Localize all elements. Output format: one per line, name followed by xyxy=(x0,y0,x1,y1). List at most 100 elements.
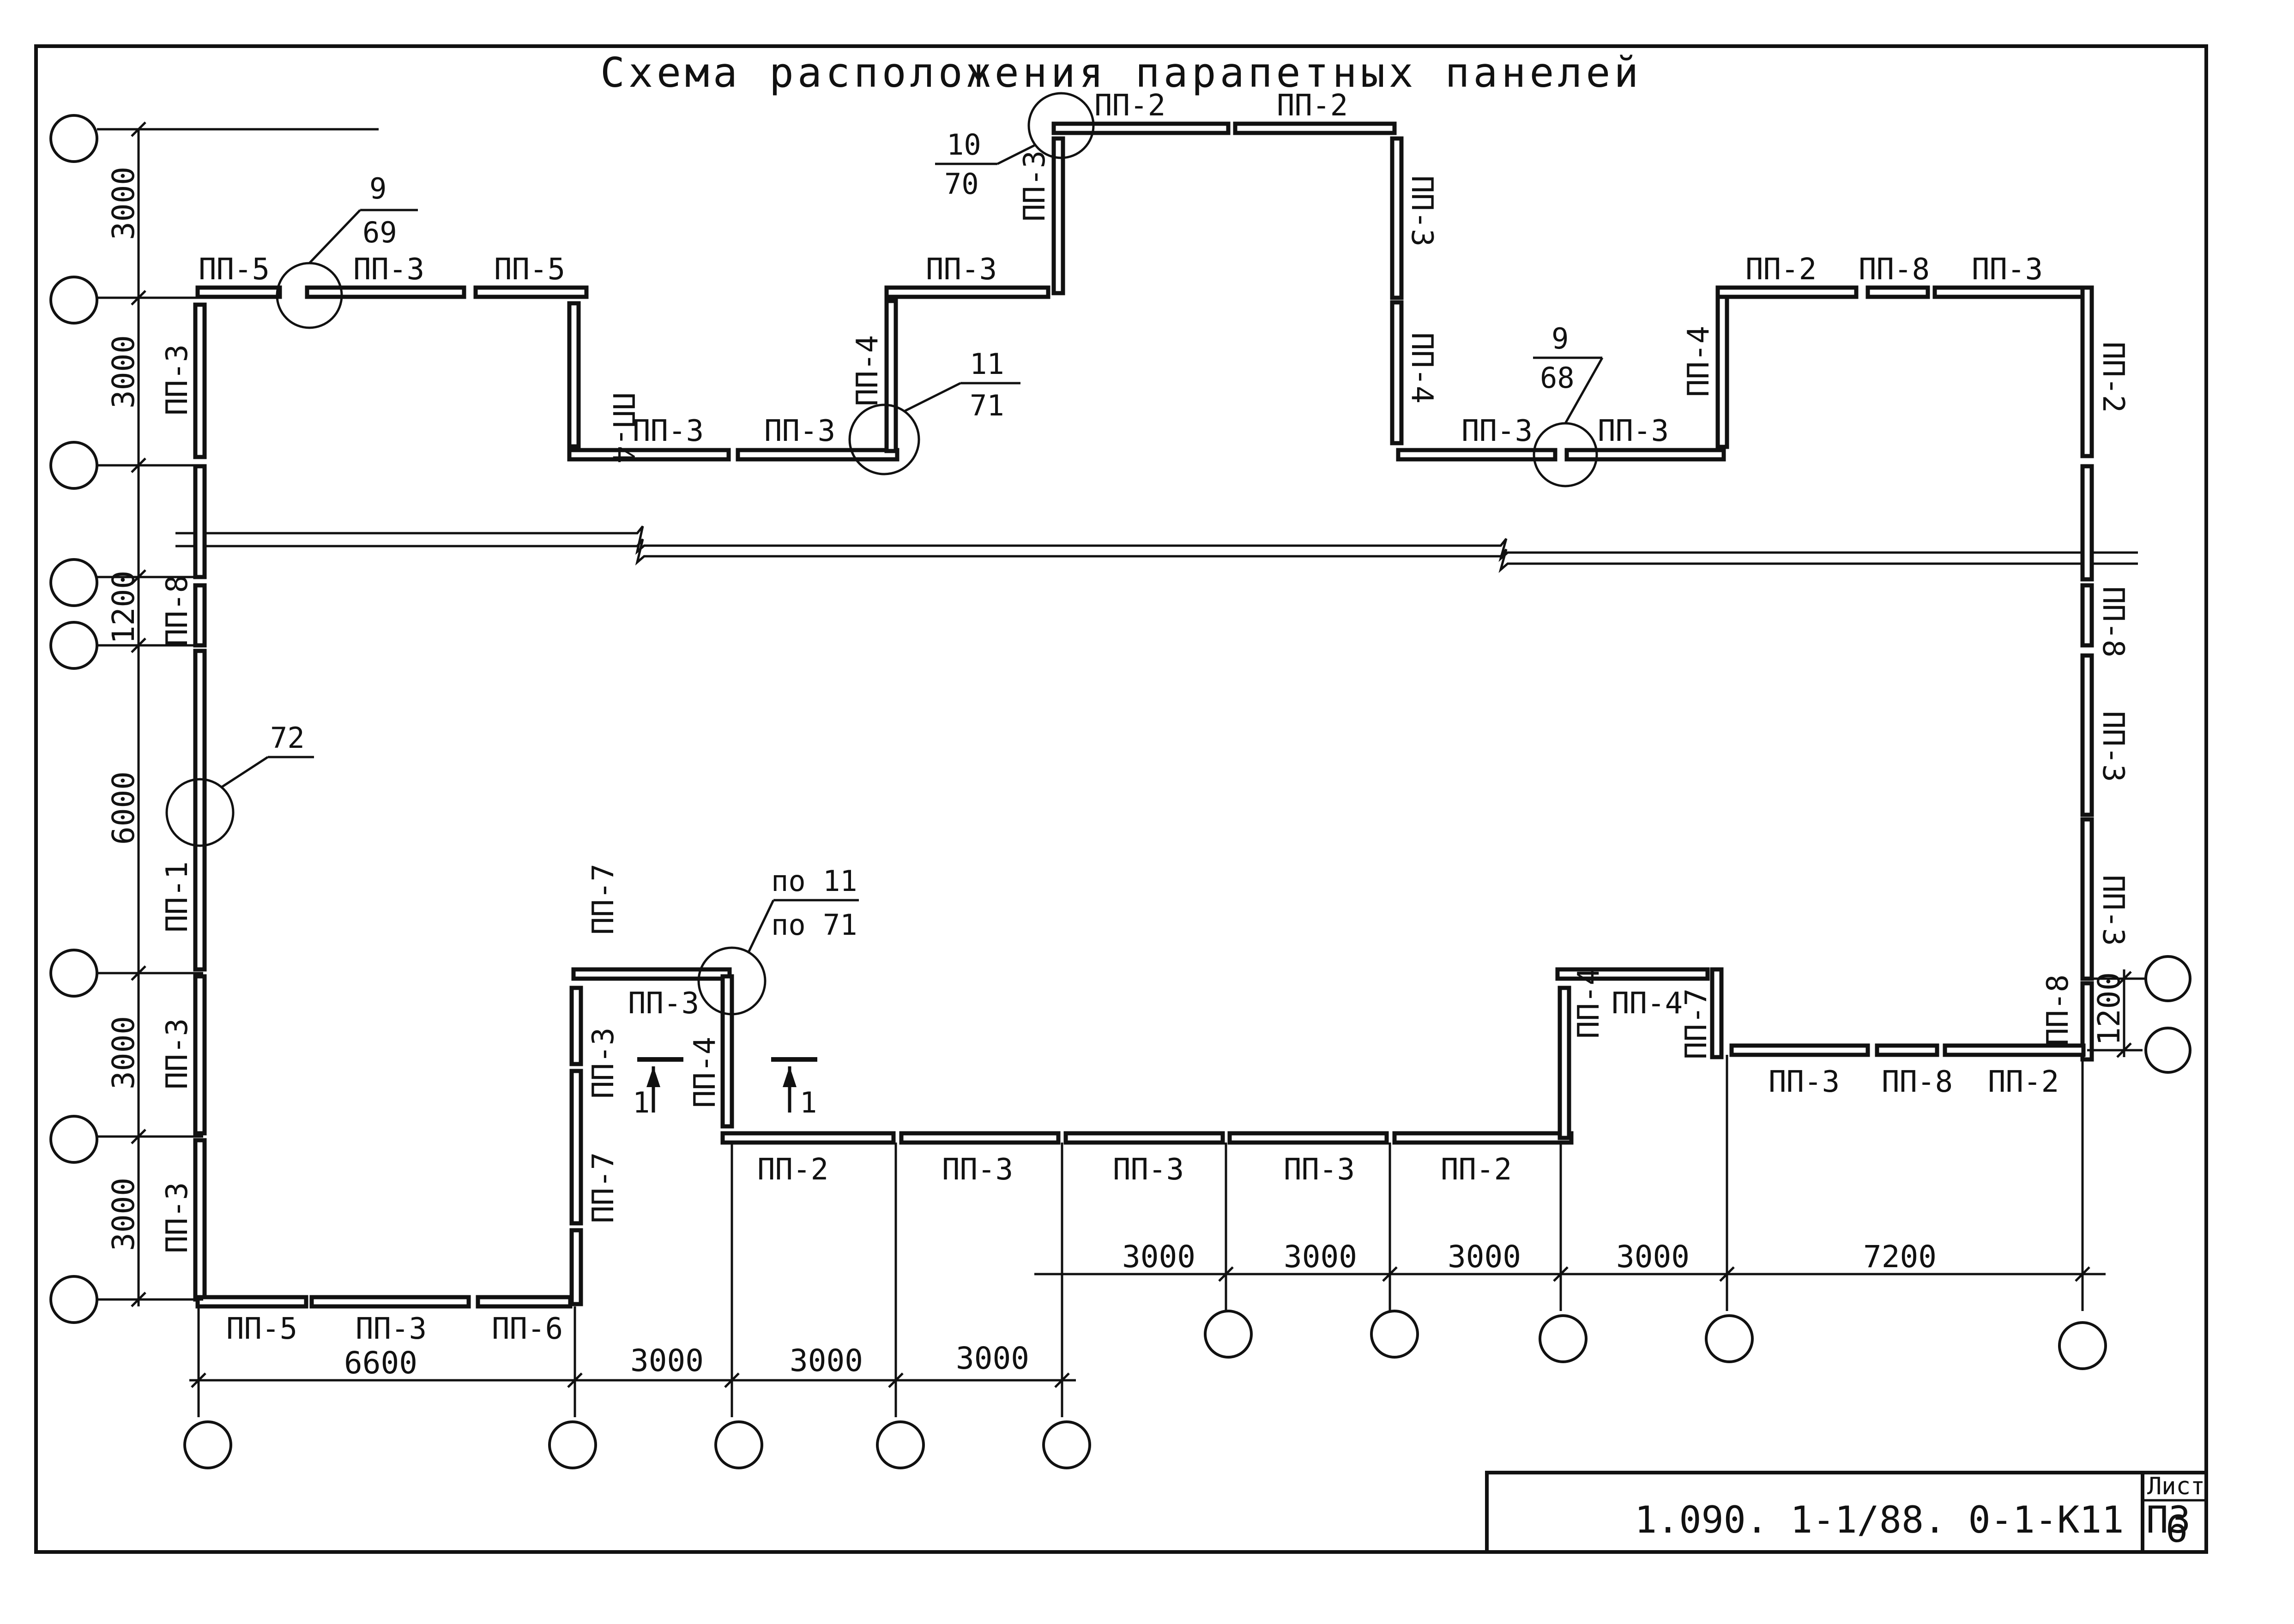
dimension-label: 3000 xyxy=(106,335,141,409)
panel xyxy=(193,649,207,972)
axis-bubble xyxy=(1042,1420,1091,1469)
panel xyxy=(736,448,899,462)
panel-label: ПП-6 xyxy=(492,1312,563,1346)
panel-label: ПП-2 xyxy=(1745,253,1817,287)
callout-number: 9 xyxy=(369,172,386,205)
panel xyxy=(195,285,282,299)
panel xyxy=(2080,981,2094,1062)
axis-bubble xyxy=(2144,955,2191,1002)
axis-bubble xyxy=(49,621,98,670)
panel xyxy=(2080,285,2094,458)
section-mark-number: 1 xyxy=(800,1086,817,1119)
panel-labels: ПП-5 ПП-3 ПП-5 ПП-3 ПП-3 ПП-3 ПП-2 ПП-2 … xyxy=(160,89,2130,1346)
dimension-label: 1200 xyxy=(106,571,141,644)
left-dimension-chain: 3000 3000 1200 6000 3000 3000 xyxy=(102,121,379,1307)
panel-label: ПП-2 xyxy=(1277,89,1348,123)
panel xyxy=(1392,1131,1574,1145)
axis-bubble xyxy=(49,441,98,490)
panel xyxy=(1233,121,1397,135)
axis-bubble xyxy=(49,276,98,325)
panel xyxy=(720,974,734,1129)
axis-bubble xyxy=(49,1115,98,1164)
panel-label: ПП-3 xyxy=(1113,1153,1184,1187)
callout-number: 9 xyxy=(1551,322,1569,355)
axis-bubble xyxy=(49,949,98,998)
panel xyxy=(2080,583,2094,648)
axis-bubble xyxy=(1705,1314,1754,1363)
panel xyxy=(1715,292,1729,449)
section-mark-number: 1 xyxy=(633,1086,650,1119)
panel-label: ПП-7 xyxy=(586,864,621,935)
panel xyxy=(193,464,207,579)
dimension-label: 3000 xyxy=(790,1343,863,1378)
panel xyxy=(1932,285,2085,299)
axis-bubble xyxy=(49,558,98,607)
panel-label: ПП-3 xyxy=(2096,875,2130,946)
callout-sheet: 68 xyxy=(1540,361,1575,395)
panel-label: ПП-3 xyxy=(1598,414,1669,448)
panel-label: ПП-2 xyxy=(2096,342,2130,413)
dimension-label: 7200 xyxy=(1863,1239,1937,1275)
axis-bubble xyxy=(876,1420,925,1469)
dimension-label: 3000 xyxy=(106,1178,141,1251)
axis-bubble xyxy=(49,114,98,163)
panel xyxy=(884,285,1050,299)
panel xyxy=(569,1069,583,1226)
panel xyxy=(1865,285,1930,299)
axis-bubble xyxy=(1204,1310,1253,1359)
bottom-right-dimension-chain: 3000 3000 3000 3000 7200 xyxy=(1034,1055,2107,1370)
callout: 11 71 xyxy=(848,347,1020,475)
callout-sheet: 69 xyxy=(362,216,397,249)
panel-label: ПП-5 xyxy=(494,253,565,287)
callout: 9 68 xyxy=(1533,322,1604,487)
panel-label: ПП-8 xyxy=(1859,253,1930,287)
dimension-label: 6000 xyxy=(106,771,141,845)
panel-label: ПП-4 xyxy=(851,335,885,406)
callout: 72 xyxy=(165,721,314,847)
sheet-label: Лист xyxy=(2147,1473,2205,1500)
panel-label: ПП-3 xyxy=(942,1153,1013,1187)
panel xyxy=(1555,967,1710,981)
callout-number: 10 xyxy=(947,128,981,162)
panel-label: ПП-3 xyxy=(586,1028,621,1099)
panel-label: ПП-4 xyxy=(688,1037,722,1108)
panel xyxy=(571,967,732,981)
panel-label: ПП-3 xyxy=(356,1312,427,1346)
panel xyxy=(1875,1043,1939,1057)
panel xyxy=(1943,1043,2086,1057)
panel xyxy=(193,1138,207,1302)
panel-label: ПП-3 xyxy=(1461,414,1533,448)
panel-label: ПП-3 xyxy=(764,414,835,448)
panel xyxy=(1558,986,1571,1140)
drawing-frame xyxy=(34,44,2208,1554)
document-code: 1.090. 1-1/88. 0-1-К11 ПЗ xyxy=(1635,1498,2191,1541)
axis-bubble xyxy=(1539,1314,1588,1363)
title-block: 1.090. 1-1/88. 0-1-К11 ПЗ Лист 6 xyxy=(1485,1471,2208,1554)
panel-label: ПП-1 xyxy=(160,861,194,932)
dimension-label: 3000 xyxy=(1448,1239,1521,1275)
panel-label: ПП-3 xyxy=(1284,1153,1355,1187)
panel xyxy=(1051,136,1065,295)
dimension-label: 3000 xyxy=(630,1343,704,1378)
panel xyxy=(720,1131,896,1145)
callout-number: 72 xyxy=(270,721,305,755)
panel xyxy=(1396,448,1558,462)
panel-label: ПП-5 xyxy=(199,253,270,287)
panel-label: ПП-7 xyxy=(586,1152,621,1223)
axis-bubble xyxy=(183,1420,232,1469)
panel xyxy=(2080,817,2094,981)
callout-number: 11 xyxy=(970,347,1004,381)
panel-label: ПП-4 xyxy=(1572,968,1606,1039)
callout-number: по 11 xyxy=(771,864,857,898)
panel xyxy=(193,974,207,1136)
panel-label: ПП-5 xyxy=(226,1312,297,1346)
panel xyxy=(1715,285,1859,299)
panel xyxy=(1390,300,1404,445)
panel xyxy=(305,285,466,299)
panel xyxy=(567,448,731,462)
panel xyxy=(2080,653,2094,817)
left-axis-bubbles xyxy=(49,114,139,1324)
section-mark: 1 xyxy=(633,1057,683,1119)
callout: 10 70 xyxy=(935,92,1095,201)
drawing-title: Схема расположения парапетных панелей xyxy=(600,49,1642,96)
